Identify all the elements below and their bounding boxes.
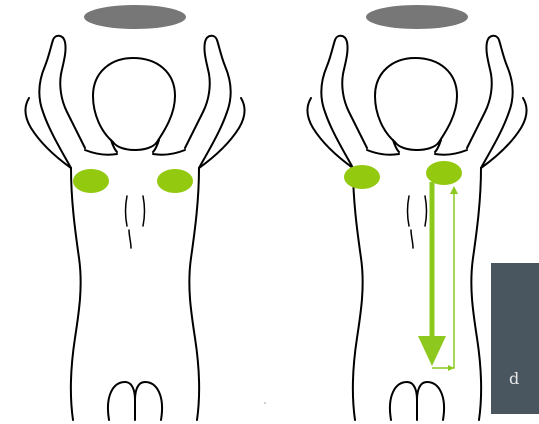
contact-pad-left-shoulder xyxy=(73,169,109,193)
contact-pad-right-shoulder xyxy=(157,169,193,193)
side-panel: d xyxy=(491,263,539,414)
side-panel-text: d xyxy=(509,369,539,389)
return-guide-arrowhead xyxy=(450,186,458,194)
contact-pad-left-shoulder xyxy=(344,165,380,189)
contact-pad-right-shoulder xyxy=(426,161,462,185)
figure-left xyxy=(25,5,244,420)
stroke-arrow-head xyxy=(418,336,446,366)
return-guide-arrowhead-bottom xyxy=(448,365,454,371)
figure-outline xyxy=(25,5,244,420)
stray-dot xyxy=(264,402,266,404)
